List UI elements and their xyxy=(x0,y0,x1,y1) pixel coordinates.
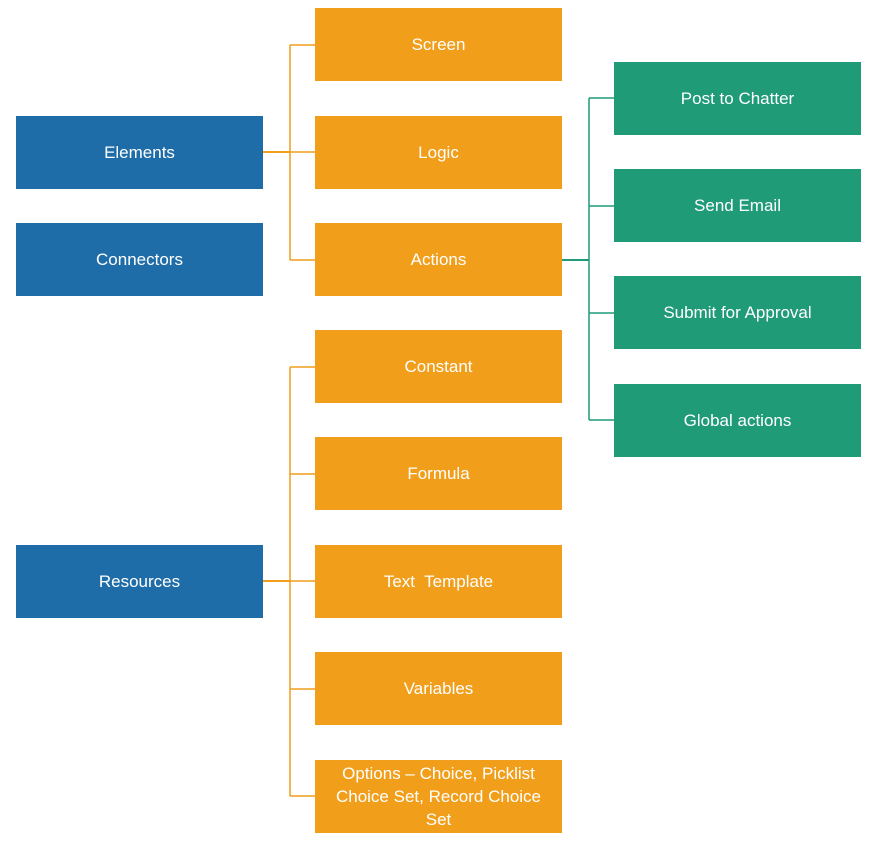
node-elements-label: Elements xyxy=(104,143,175,162)
node-resources: Resources xyxy=(16,545,263,618)
node-logic-label: Logic xyxy=(418,143,459,162)
node-send-email-label: Send Email xyxy=(694,196,781,215)
node-global-actions-label: Global actions xyxy=(683,411,792,430)
node-constant-label: Constant xyxy=(404,357,473,376)
node-post-to-chatter-label: Post to Chatter xyxy=(680,89,795,108)
node-actions: Actions xyxy=(315,223,562,296)
node-resources-label: Resources xyxy=(98,572,181,591)
node-actions-label: Actions xyxy=(410,250,467,269)
resources-connector xyxy=(263,366,315,797)
node-submit-for-approval: Submit for Approval xyxy=(614,276,861,349)
node-options: Options – Choice, Picklist Choice Set, R… xyxy=(315,760,562,833)
node-options-label: Options – Choice, Picklist Choice Set, R… xyxy=(335,764,542,829)
node-screen-label: Screen xyxy=(411,35,466,54)
node-text-template: Text Template xyxy=(315,545,562,618)
node-send-email: Send Email xyxy=(614,169,861,242)
node-logic: Logic xyxy=(315,116,562,189)
node-formula: Formula xyxy=(315,437,562,510)
node-connectors-label: Connectors xyxy=(96,250,183,269)
node-text-template-label: Text Template xyxy=(383,572,494,591)
node-constant: Constant xyxy=(315,330,562,403)
node-variables-label: Variables xyxy=(403,679,474,698)
node-formula-label: Formula xyxy=(407,464,470,483)
node-submit-for-approval-label: Submit for Approval xyxy=(663,303,812,322)
node-screen: Screen xyxy=(315,8,562,81)
node-variables: Variables xyxy=(315,652,562,725)
actions-connector xyxy=(562,97,614,421)
node-post-to-chatter: Post to Chatter xyxy=(614,62,861,135)
elements-connector xyxy=(263,44,315,261)
node-connectors: Connectors xyxy=(16,223,263,296)
node-global-actions: Global actions xyxy=(614,384,861,457)
node-elements: Elements xyxy=(16,116,263,189)
